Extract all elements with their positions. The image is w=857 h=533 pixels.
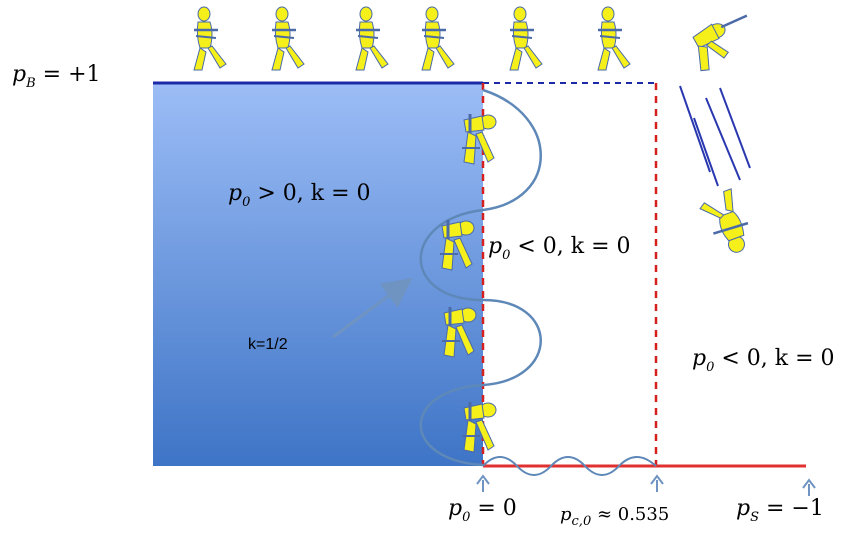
marker-arrow-pc [650, 474, 664, 492]
label-p0-zero: p0 = 0 [448, 496, 517, 525]
positive-region [153, 83, 483, 466]
label-p0-positive: p0 > 0, k = 0 [228, 181, 371, 210]
marker-arrow-ps [802, 478, 816, 496]
label-pB: pB = +1 [12, 62, 101, 91]
walker-figure [354, 5, 390, 72]
label-p0-negative-middle: p0 < 0, k = 0 [488, 234, 631, 263]
falling-figure-top [692, 14, 748, 72]
k-half-arrow [332, 277, 413, 339]
wave-large [419, 88, 542, 467]
motion-lines [679, 85, 751, 187]
falling-figure-bottom [699, 188, 749, 253]
label-pS: pS = −1 [736, 496, 824, 525]
marker-arrow-p0 [476, 474, 490, 492]
wave-small [482, 456, 657, 476]
walker-figure [192, 5, 228, 72]
walker-figure [420, 5, 456, 72]
label-k-half: k=1/2 [248, 336, 288, 353]
label-pc0: pc,0 ≈ 0.535 [560, 504, 669, 529]
walker-figure [270, 5, 306, 72]
label-p0-negative-right: p0 < 0, k = 0 [692, 346, 835, 375]
walker-figure [596, 5, 632, 72]
walker-figure [508, 5, 544, 72]
